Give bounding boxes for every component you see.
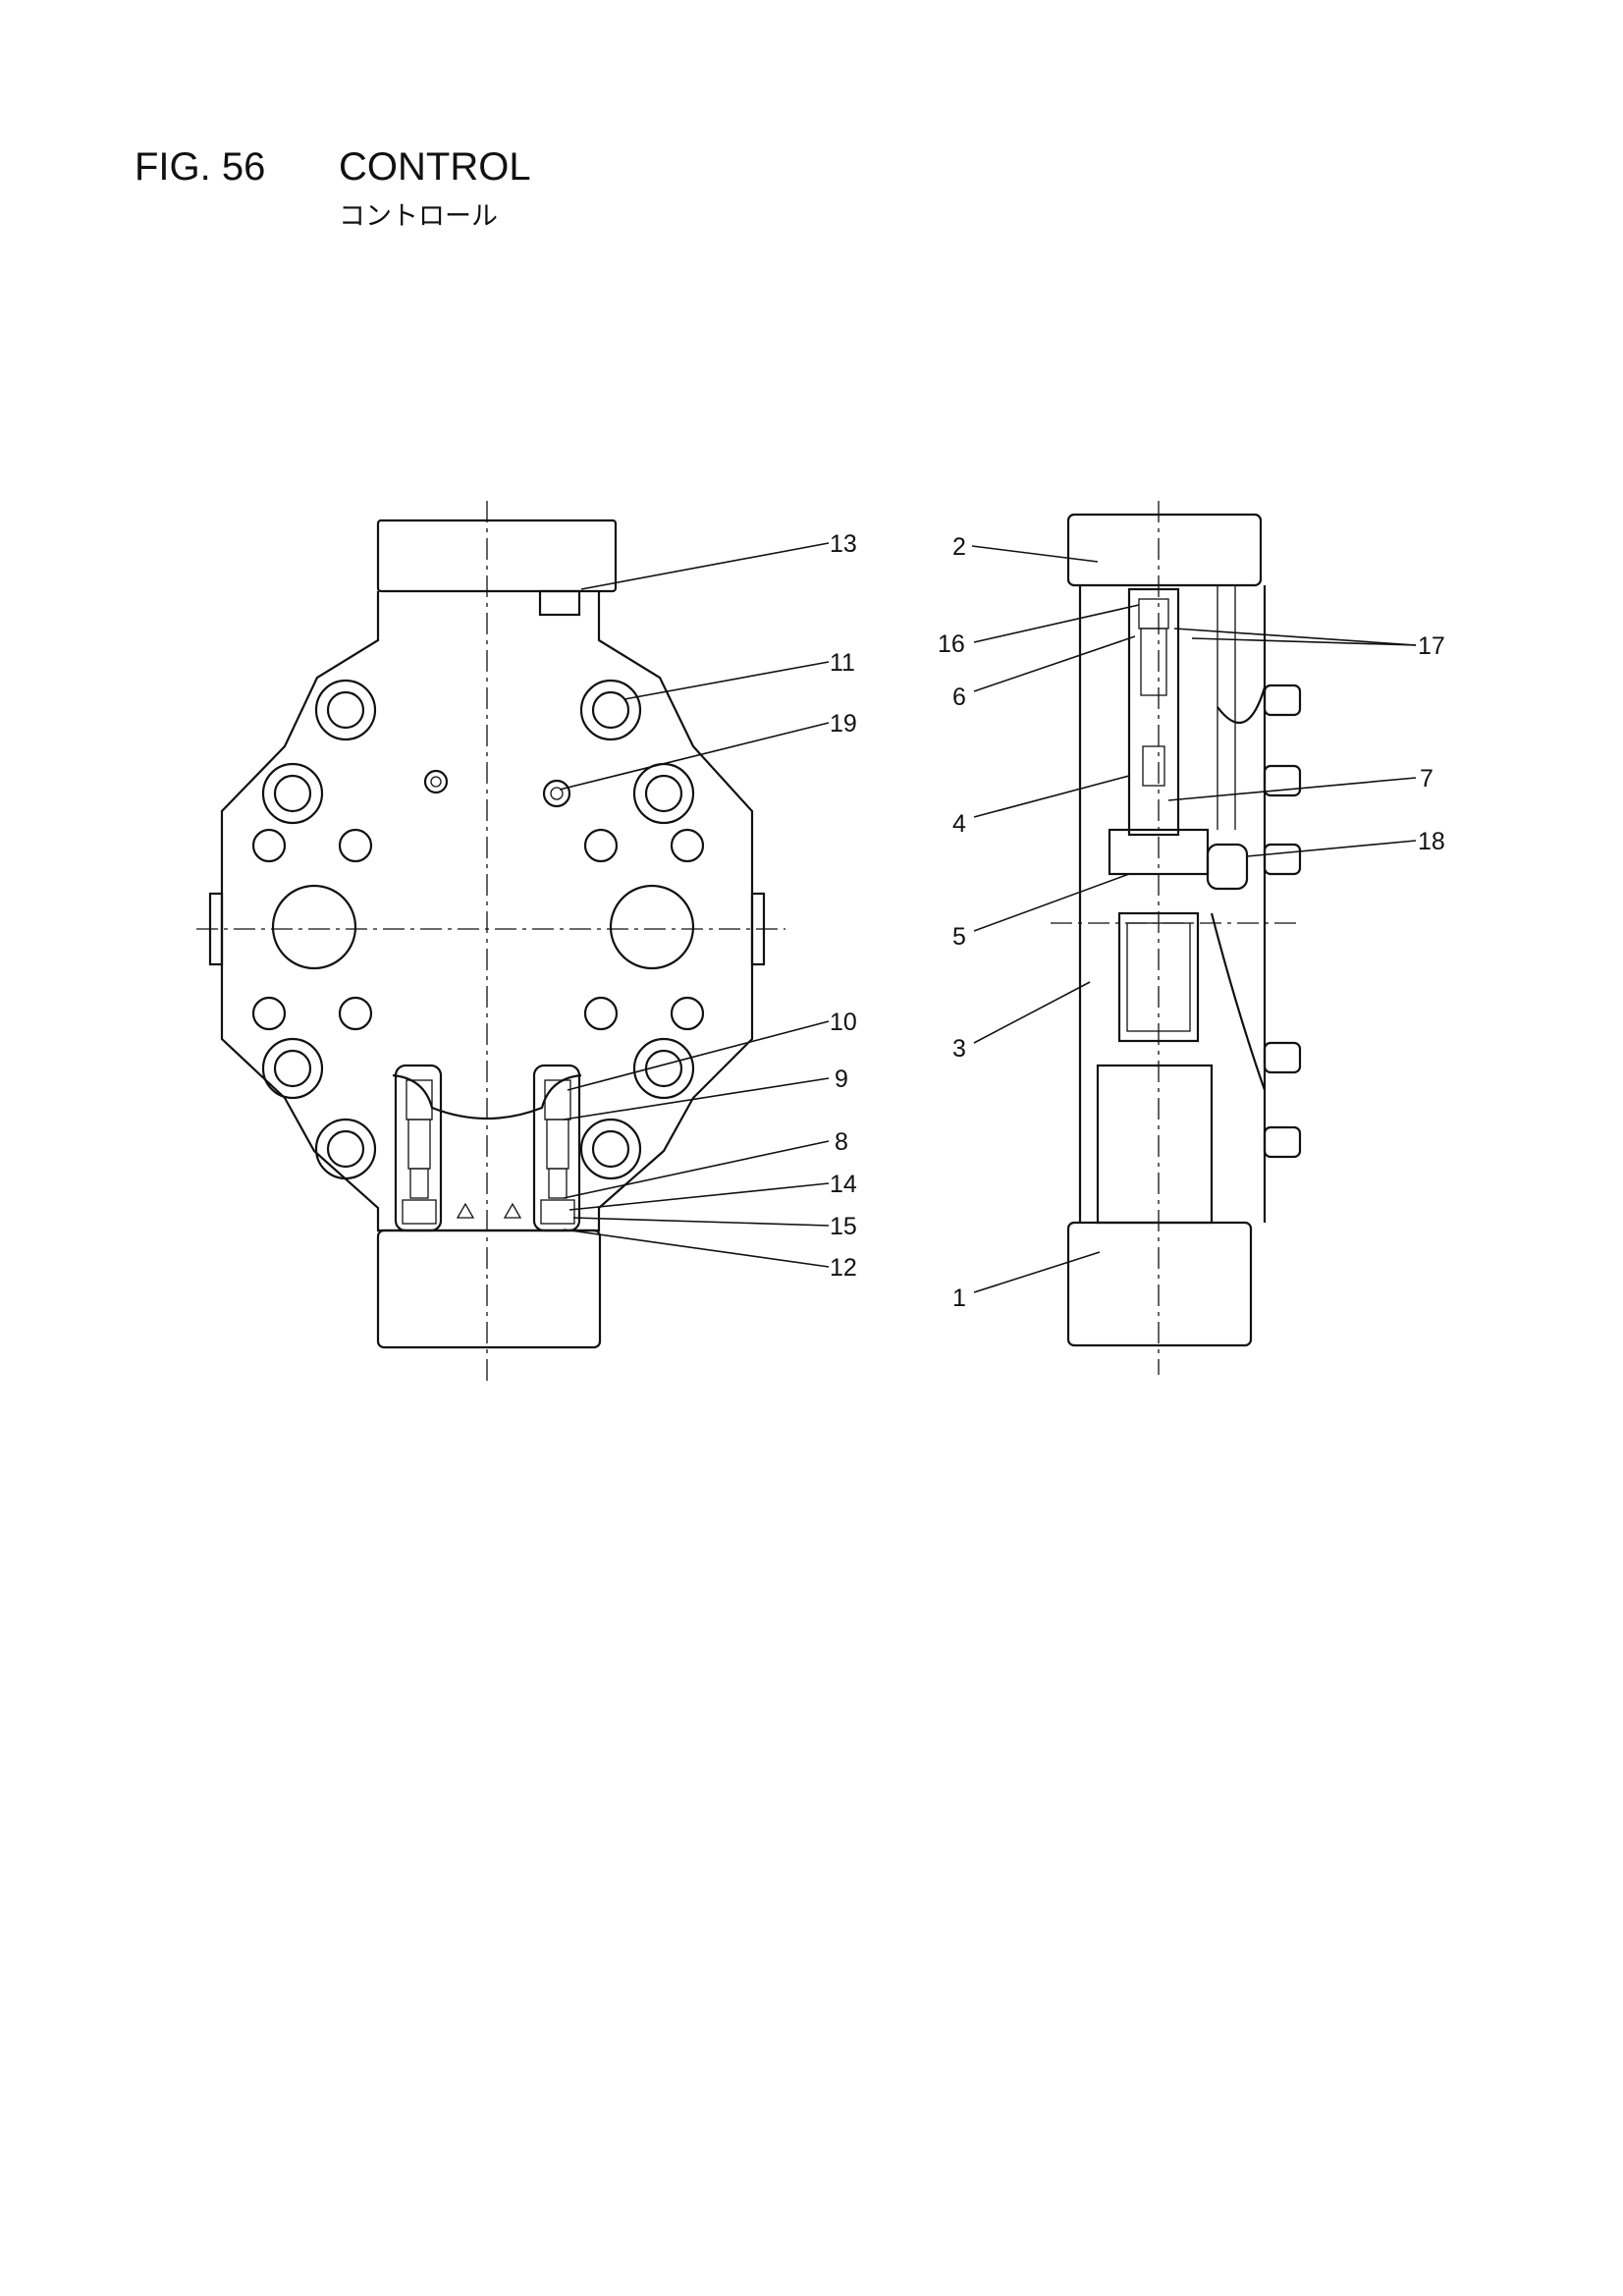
side-view: [1051, 501, 1302, 1375]
front-view: [196, 501, 785, 1383]
callout-12: 12: [830, 1254, 857, 1282]
callout-10: 10: [830, 1009, 857, 1036]
spool-right: [532, 1064, 581, 1232]
figure-subtitle: コントロール: [339, 201, 498, 232]
callout-labels: 13 11 19 10 9 8 14 15 12 2 16 17 6 7 4 1…: [830, 530, 1445, 1312]
callout-16: 16: [938, 630, 965, 658]
callout-9: 9: [835, 1066, 848, 1093]
leader-lines: [559, 542, 1417, 1293]
callout-3: 3: [952, 1035, 966, 1063]
figure-number: FIG. 56: [135, 145, 266, 189]
callout-13: 13: [830, 530, 857, 558]
callout-6: 6: [952, 683, 966, 711]
small-bolts: [251, 828, 705, 1031]
callout-14: 14: [830, 1171, 857, 1198]
callout-4: 4: [952, 810, 966, 838]
callout-7: 7: [1420, 765, 1434, 793]
callout-18: 18: [1418, 828, 1445, 855]
callout-19: 19: [830, 710, 857, 738]
figure-title: CONTROL: [339, 145, 531, 189]
spool-left: [394, 1064, 443, 1232]
callout-1: 1: [952, 1285, 966, 1312]
bolt-cluster: [261, 679, 695, 1180]
callout-11: 11: [830, 649, 855, 677]
callout-15: 15: [830, 1213, 857, 1240]
callout-2: 2: [952, 533, 966, 561]
callout-5: 5: [952, 923, 966, 951]
callout-8: 8: [835, 1128, 848, 1156]
callout-17: 17: [1418, 632, 1445, 660]
